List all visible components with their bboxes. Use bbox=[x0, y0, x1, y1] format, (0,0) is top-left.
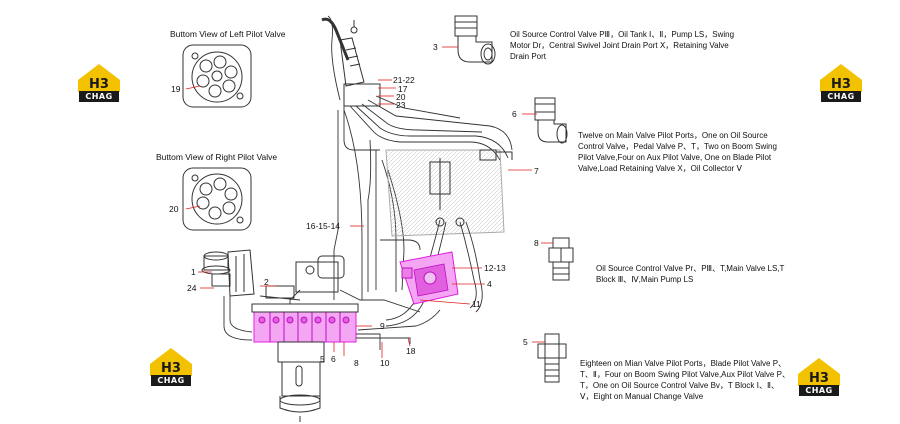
svg-text:H3: H3 bbox=[161, 361, 181, 376]
callout-1: 1 bbox=[191, 267, 196, 277]
h3-house-icon: H3 bbox=[820, 64, 862, 92]
pump-highlighted bbox=[399, 251, 485, 305]
fitting-6-elbow bbox=[522, 97, 568, 144]
note-fitting-6: Twelve on Main Valve Pilot Ports，One on … bbox=[578, 131, 777, 173]
callout-leaders bbox=[343, 79, 471, 358]
callout-9: 9 bbox=[380, 321, 385, 331]
callout-23: 23 bbox=[396, 100, 406, 110]
callout-8-fitting: 8 bbox=[534, 238, 539, 248]
lower-pipes bbox=[223, 289, 441, 350]
brand-logo-bottom-left: H3 CHAG bbox=[146, 344, 196, 388]
brand-logo-top-left: H3 CHAG bbox=[74, 60, 124, 104]
callout-17: 17 bbox=[398, 84, 408, 94]
svg-text:H3: H3 bbox=[809, 371, 829, 386]
callout-6-valve: 6 bbox=[331, 354, 336, 364]
callout-2: 2 bbox=[264, 277, 269, 287]
oil-source-block bbox=[385, 149, 532, 237]
callout-11: 11 bbox=[472, 299, 481, 309]
left-pilot-valve-view bbox=[182, 44, 252, 108]
brand-logo-text: CHAG bbox=[821, 91, 861, 102]
callout-20-lever: 20 bbox=[396, 92, 406, 102]
callout-18: 18 bbox=[406, 346, 416, 356]
callout-19: 19 bbox=[171, 84, 181, 94]
h3-house-icon: H3 bbox=[798, 358, 840, 386]
h3-house-icon: H3 bbox=[150, 348, 192, 376]
callout-5-fitting: 5 bbox=[523, 337, 528, 347]
callout-20: 20 bbox=[169, 204, 179, 214]
callout-24: 24 bbox=[187, 283, 197, 293]
h3-house-icon: H3 bbox=[78, 64, 120, 92]
callout-3: 3 bbox=[433, 42, 438, 52]
brand-logo-text: CHAG bbox=[799, 385, 839, 396]
fitting-5-straight bbox=[532, 333, 567, 383]
note-fitting-3: Oil Source Control Valve PⅢ，Oil Tank Ⅰ、Ⅱ… bbox=[510, 30, 735, 61]
main-control-valve bbox=[251, 303, 372, 352]
callout-12-13: 12-13 bbox=[484, 263, 506, 273]
callout-5-valve: 5 bbox=[320, 354, 325, 364]
middle-valve-block bbox=[260, 255, 345, 299]
brand-logo-text: CHAG bbox=[79, 91, 119, 102]
svg-text:H3: H3 bbox=[831, 77, 851, 92]
callout-16-15-14: 16-15-14 bbox=[306, 221, 341, 231]
brand-logo-top-right: H3 CHAG bbox=[816, 60, 866, 104]
pilot-control-lever bbox=[321, 17, 381, 107]
left-pilot-valve-title: Buttom View of Left Pilot Valve bbox=[170, 29, 286, 39]
callout-21-22: 21-22 bbox=[393, 75, 415, 85]
brand-logo-text: CHAG bbox=[151, 375, 191, 386]
fitting-3-elbow bbox=[442, 15, 496, 65]
svg-text:H3: H3 bbox=[89, 77, 109, 92]
swivel-joint bbox=[277, 341, 325, 422]
right-pilot-valve-view bbox=[182, 167, 252, 231]
right-pilot-valve-title: Buttom View of Right Pilot Valve bbox=[156, 152, 278, 162]
callout-6: 6 bbox=[512, 109, 517, 119]
callout-4: 4 bbox=[487, 279, 492, 289]
pilot-block-left bbox=[198, 249, 255, 297]
callout-10: 10 bbox=[380, 358, 390, 368]
callout-8-valve: 8 bbox=[354, 358, 359, 368]
note-fitting-5: Eighteen on Mian Valve Pilot Ports，Blade… bbox=[580, 359, 790, 401]
fitting-8-straight bbox=[541, 237, 574, 281]
brand-logo-bottom-right: H3 CHAG bbox=[794, 354, 844, 398]
note-fitting-8: Oil Source Control Valve Pr、PⅢ、T,Main Va… bbox=[596, 264, 785, 284]
callout-7: 7 bbox=[534, 166, 539, 176]
